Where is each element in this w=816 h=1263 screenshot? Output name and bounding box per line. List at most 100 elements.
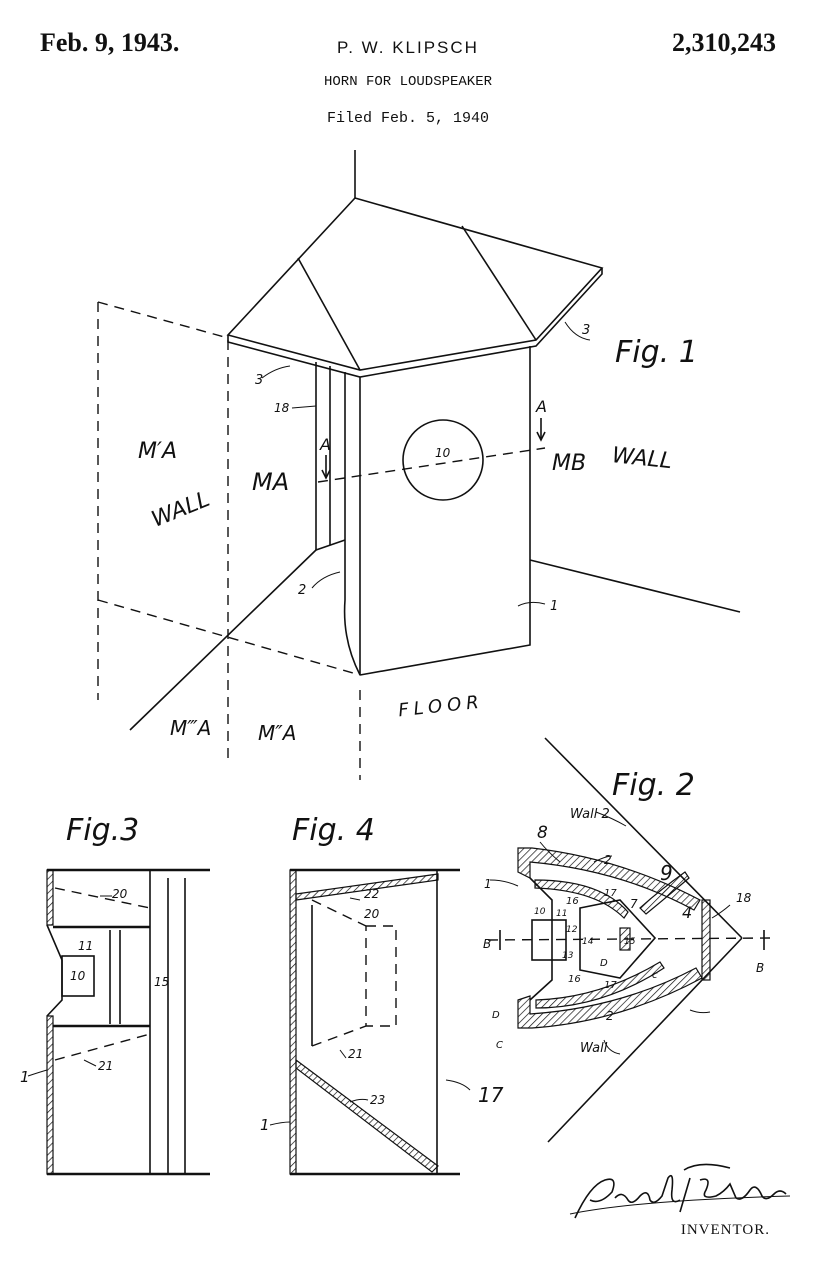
fig1-top-cap [226,197,604,371]
fig2-label: Fig. 2 [612,768,695,803]
fig1-m-a: MA [252,468,289,496]
fig2-ref: 11 [556,909,567,919]
fig4-ref-17: 17 [478,1083,504,1107]
fig1-speaker-opening [402,419,484,501]
fig1-ref-18: 18 [274,401,290,415]
fig1-section-a-right: A [535,397,547,416]
fig1-cap-ridge-left [297,257,361,371]
fig3-board-20 [54,887,151,909]
fig1-body-curve [343,372,361,676]
fig2-ref: 15 [624,937,636,947]
fig4-ref-21: 21 [348,1047,363,1061]
fig2-driver-10 [531,919,567,961]
filed-date: Filed Feb. 5, 1940 [326,110,490,127]
fig1-image-wall-top [97,301,229,339]
fig2-shell-bottom [517,967,703,1029]
fig2-ref: 9 [660,861,673,885]
fig3-driver-10 [61,955,95,997]
fig4-front-wall [289,869,297,1175]
fig2-ref: 2 [606,1009,614,1023]
fig1-image-floor-line [97,599,361,676]
fig1-m-a-prime: M′A [138,439,177,464]
fig4-board-23 [295,1058,439,1173]
fig4-ref-20: 20 [364,907,380,921]
fig4-board-21 [311,1025,367,1047]
fig2-slot-16-bottom [535,961,665,1009]
fig3-ref-15: 15 [154,975,169,989]
fig2-ref: c [652,970,658,981]
fig1-ref-10: 10 [435,446,451,460]
fig1-ref-1: 1 [550,599,558,614]
fig1-label: Fig. 1 [615,335,698,370]
fig4-ref-23: 23 [370,1093,385,1107]
fig3-ref-11: 11 [78,939,93,953]
fig2-part-15 [619,927,631,951]
fig2-ref: 1 [484,877,492,891]
fig4-board-22 [295,873,439,901]
fig2-back-panel [529,877,553,1001]
fig1-ref-3b: 3 [582,323,590,338]
fig1-m-a-triple: M‴A [170,716,211,740]
fig2-ref: 8 [537,823,548,843]
fig1-ref-2: 2 [298,583,306,598]
fig2-ref: 13 [562,951,574,961]
fig3-ref-20: 20 [112,887,128,901]
fig2-ref: 16 [568,974,581,985]
fig3-ref-1: 1 [20,1068,30,1086]
fig3-ref-10: 10 [70,969,86,983]
fig1-wall-right-label: WALL [611,443,674,474]
fig2-ref: D [492,1010,500,1021]
fig1-wall-floor-line-left [129,549,317,731]
figure-4: Fig. 4 22 20 21 1 23 17 [260,813,504,1176]
fig2-ref: 16 [566,896,579,907]
inventor-label: INVENTOR. [680,1222,770,1238]
fig2-ref: 7 [630,897,638,911]
fig3-board-21 [54,1033,151,1061]
fig1-wall-floor-line-right [529,559,741,613]
fig1-m-b: MB [552,451,586,476]
fig4-chamber [365,925,397,1027]
fig1-section-a-left: A [319,435,331,454]
fig2-slot-9 [639,871,690,915]
fig2-section-b-right: B [756,961,764,975]
fig3-ref-21: 21 [98,1059,113,1073]
fig3-label: Fig.3 [66,813,139,848]
fig3-wall-bottom [46,1015,54,1175]
fig2-ref: 12 [566,925,578,935]
fig2-wall-bottom-label: Wall [580,1041,608,1056]
fig3-wall-top [46,869,54,926]
fig1-wall-left-label: WALL [148,487,213,533]
inventor-name: P. W. KLIPSCH [337,38,479,57]
fig4-ref-22: 22 [364,887,379,901]
fig1-floor-label: FLOOR [397,691,484,721]
fig2-wall-bottom [547,937,743,1143]
fig1-ref-3a: 3 [255,373,263,388]
fig2-slot-16-top [534,879,629,919]
fig2-ref: 14 [582,937,594,947]
patent-title: HORN FOR LOUDSPEAKER [323,74,493,90]
fig1-m-a-double: M″A [258,721,296,745]
fig2-ref: 4 [682,903,692,922]
figure-2: Fig. 2 Wall 2 Wall B B 8 2 9 18 1 16 17 … [483,737,771,1143]
figure-1: Fig. 1 3 3 18 10 2 1 A A M′A WALL MA MB … [97,150,741,780]
fig2-ref: 10 [534,907,546,917]
fig2-ref: C [496,1040,503,1051]
fig2-chamber [579,899,657,979]
fig2-wall-top-label: Wall 2 [570,807,610,822]
fig2-ref: 18 [736,891,752,905]
inventor-signature [569,1163,791,1219]
fig2-ref: 17 [604,888,617,899]
fig4-board-20 [311,899,367,927]
fig1-section-line-a [317,447,546,483]
fig4-ref-1: 1 [260,1116,270,1134]
fig1-body-right [359,346,531,676]
fig2-reference-numbers: 8 2 9 18 1 16 17 7 4 10 11 12 14 15 13 D… [484,823,752,1051]
fig2-ref: D [600,958,608,969]
fig4-label: Fig. 4 [292,813,375,848]
patent-number: 2,310,243 [672,28,776,57]
fig2-ref: 17 [604,980,617,991]
fig2-ref: 2 [604,853,612,867]
fig2-part-18 [701,899,711,981]
